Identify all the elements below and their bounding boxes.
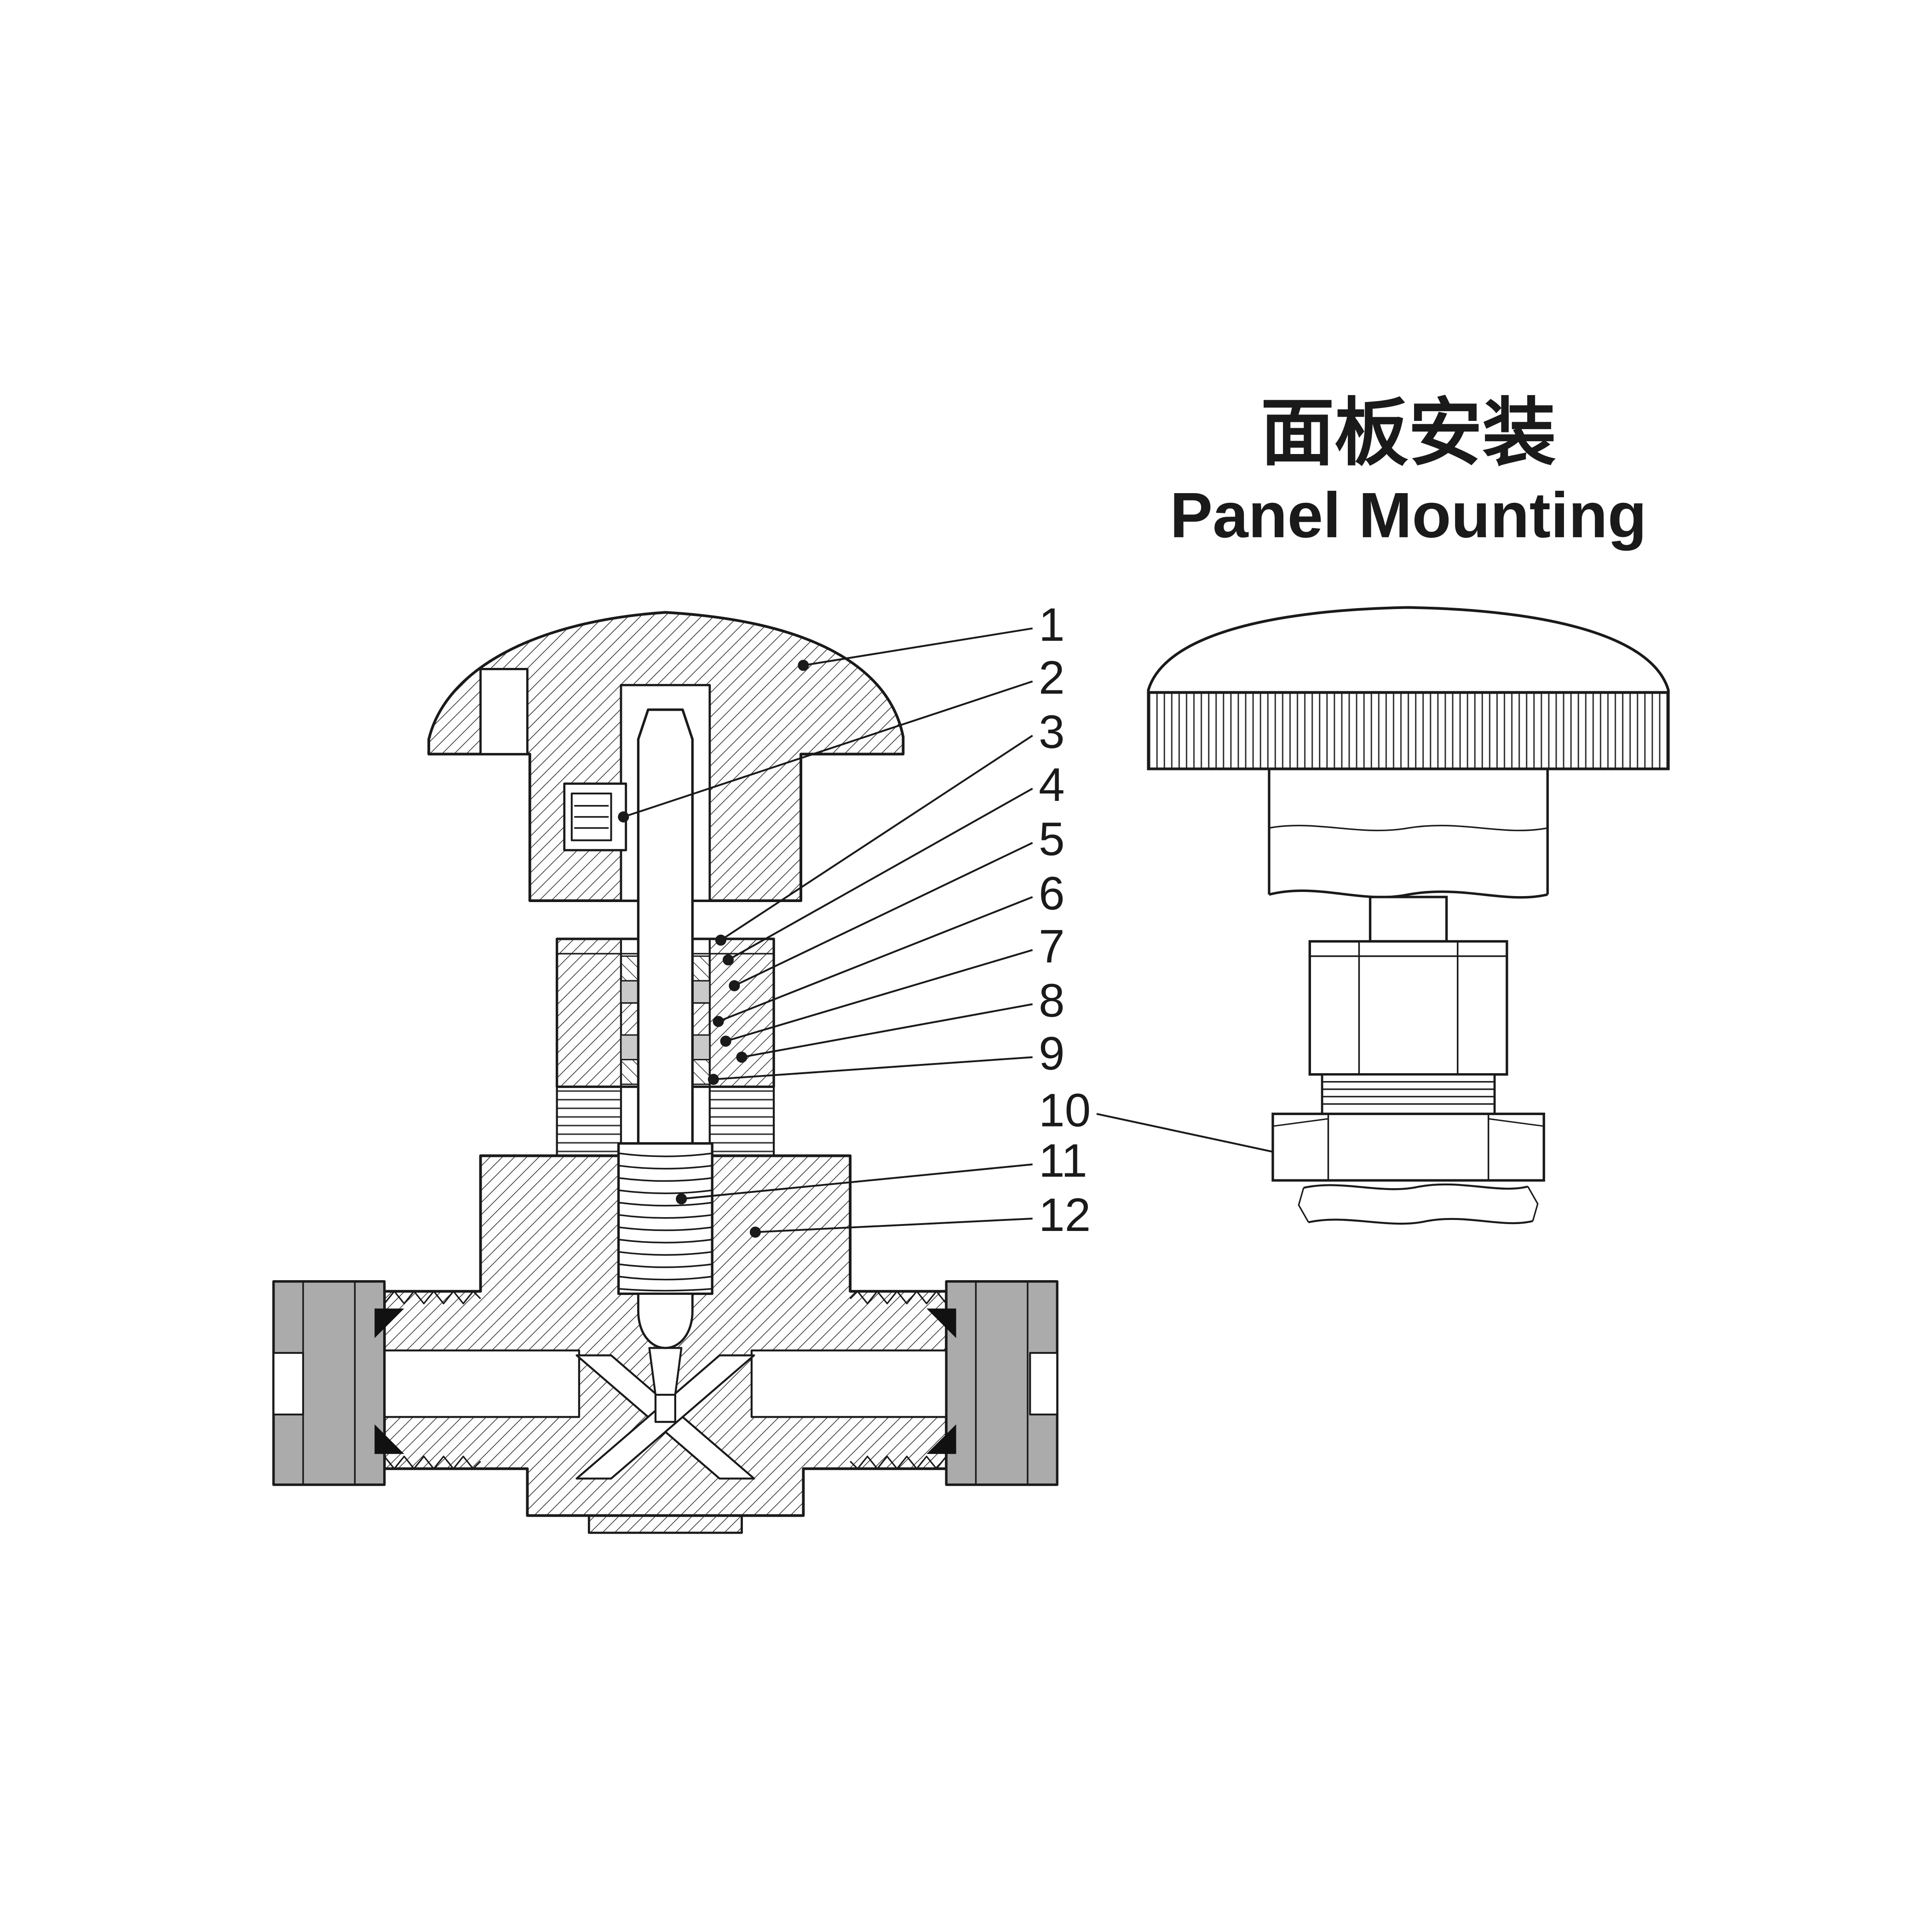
panel-mounting-view: 面板安装 Panel Mounting: [1147, 392, 1670, 1225]
leader-line-11: [676, 1163, 1033, 1205]
leader-line-3: [715, 735, 1033, 946]
leader-line-4: [722, 788, 1033, 966]
bonnet-threads-right: [708, 1086, 775, 1157]
part-label-10: 10: [1039, 1084, 1091, 1136]
front-ferrule: [374, 1308, 404, 1338]
part-label-6: 6: [1039, 867, 1065, 920]
part-label-3: 3: [1039, 706, 1065, 758]
panel-bonnet: [1308, 940, 1508, 1076]
back-ferrule: [374, 1424, 404, 1454]
panel-stem: [1368, 896, 1448, 943]
leader-line-1: [798, 627, 1033, 671]
leader-line-9: [707, 1056, 1033, 1085]
part-label-11: 11: [1039, 1134, 1087, 1187]
leader-line-10: [1096, 1113, 1297, 1162]
back-ferrule: [926, 1424, 956, 1454]
part-label-1: 1: [1039, 598, 1065, 651]
needle-tip: [637, 1293, 694, 1349]
valve-stem: [637, 708, 694, 1145]
leader-line-12: [749, 1218, 1033, 1238]
part-number-labels: 1 2 3 4 5 6 7 8 9 10 11 12: [1039, 598, 1091, 1241]
part-label-9: 9: [1039, 1027, 1065, 1080]
panel-sheet: [1298, 1183, 1539, 1225]
callout-leaders: [618, 627, 1297, 1238]
knob-notch: [479, 668, 529, 755]
left-tube-fitting: [272, 1280, 404, 1486]
part-label-7: 7: [1039, 920, 1065, 972]
leader-line-2: [618, 680, 1033, 822]
knob-neck: [1268, 769, 1549, 899]
title-english: Panel Mounting: [1170, 479, 1647, 551]
panel-knob: [1147, 606, 1670, 943]
part-label-4: 4: [1039, 759, 1065, 811]
panel-threads: [1321, 1073, 1496, 1115]
leader-line-5: [729, 842, 1033, 991]
part-label-8: 8: [1039, 974, 1065, 1027]
title-chinese: 面板安装: [1260, 392, 1556, 474]
packing-stack: [620, 955, 711, 1085]
part-label-12: 12: [1039, 1189, 1091, 1241]
knurled-band: [1147, 691, 1670, 770]
front-ferrule: [926, 1308, 956, 1338]
valve-cross-section: [272, 611, 1058, 1534]
set-screw: [563, 782, 627, 851]
leader-line-6: [713, 896, 1033, 1027]
body-bottom-stub: [587, 1514, 743, 1534]
leader-line-8: [736, 1003, 1033, 1063]
stem-threads: [617, 1142, 713, 1295]
leader-line-7: [720, 949, 1033, 1047]
part-label-2: 2: [1039, 651, 1065, 704]
right-tube-fitting: [926, 1280, 1058, 1486]
bonnet-threads-left: [556, 1086, 622, 1157]
part-label-5: 5: [1039, 813, 1065, 865]
panel-nut: [1271, 1112, 1545, 1182]
